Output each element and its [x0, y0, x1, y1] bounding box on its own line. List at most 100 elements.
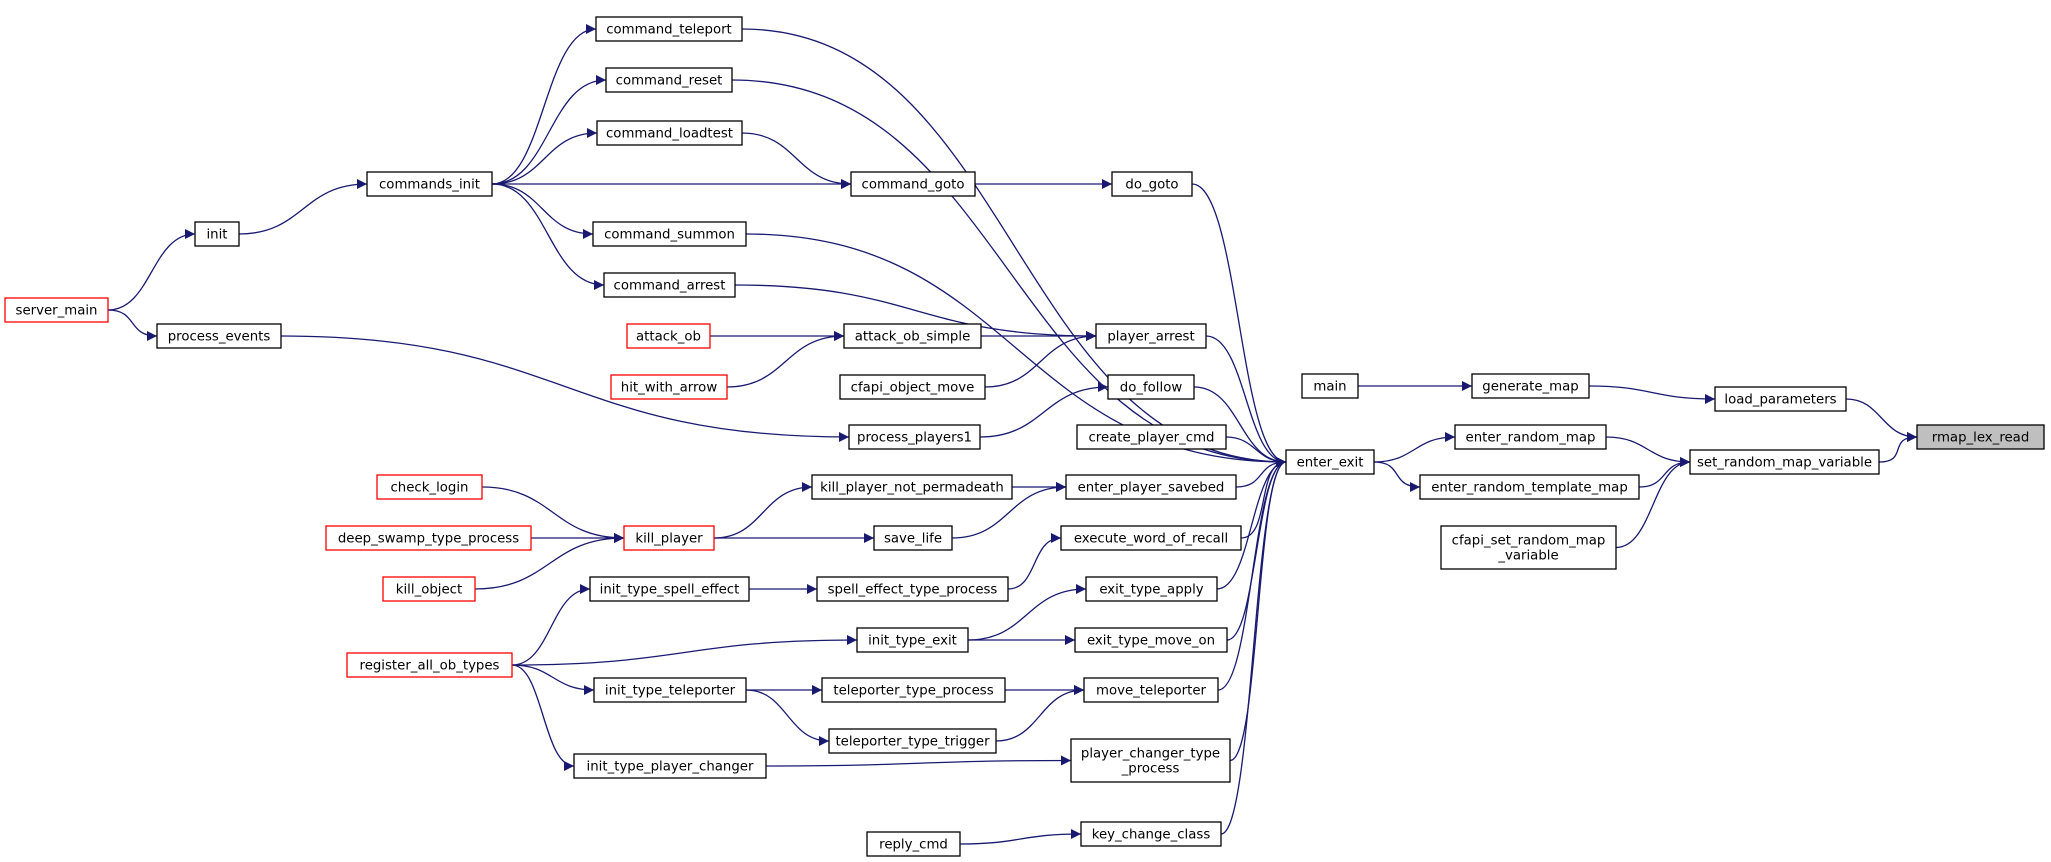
edge-set_random_map_variable-to-rmap_lex_read	[1878, 432, 1918, 463]
node-enter_random_map[interactable]: enter_random_map	[1454, 424, 1607, 450]
node-box	[821, 677, 1006, 703]
node-load_parameters[interactable]: load_parameters	[1714, 386, 1847, 412]
node-command_arrest[interactable]: command_arrest	[603, 272, 736, 298]
node-save_life[interactable]: save_life	[873, 525, 953, 551]
edge-register_all_ob_types-to-init_type_teleporter	[511, 664, 595, 695]
node-box	[1471, 373, 1590, 399]
node-command_goto[interactable]: command_goto	[850, 171, 976, 197]
edge-path	[1205, 335, 1287, 467]
node-init_type_player_changer[interactable]: init_type_player_changer	[573, 753, 767, 779]
node-command_reset[interactable]: command_reset	[605, 67, 733, 93]
node-commands_init[interactable]: commands_init	[366, 171, 493, 197]
node-label: command_loadtest	[606, 127, 733, 142]
node-server_main[interactable]: server_main	[4, 297, 109, 323]
node-box	[828, 728, 997, 754]
node-box	[593, 677, 747, 703]
node-kill_player[interactable]: kill_player	[623, 525, 715, 551]
edge-path	[1217, 457, 1287, 691]
node-label: kill_player	[635, 532, 703, 547]
node-teleporter_type_trigger[interactable]: teleporter_type_trigger	[828, 728, 997, 754]
edge-move_teleporter-to-enter_exit	[1217, 457, 1287, 691]
node-player_changer_type_process[interactable]: player_changer_type_process	[1070, 738, 1231, 783]
node-move_teleporter[interactable]: move_teleporter	[1083, 677, 1219, 703]
node-box	[4, 297, 109, 323]
node-register_all_ob_types[interactable]: register_all_ob_types	[346, 652, 513, 678]
node-hit_with_arrow[interactable]: hit_with_arrow	[610, 374, 728, 400]
node-key_change_class[interactable]: key_change_class	[1080, 821, 1222, 847]
edge-path	[959, 829, 1082, 845]
node-init_type_spell_effect[interactable]: init_type_spell_effect	[589, 576, 750, 602]
edge-enter_exit-to-enter_random_map	[1373, 432, 1456, 463]
edge-process_events-to-process_players1	[280, 335, 850, 442]
node-label: main	[1313, 380, 1346, 395]
node-kill_object[interactable]: kill_object	[382, 576, 476, 602]
node-command_summon[interactable]: command_summon	[592, 221, 747, 247]
node-cfapi_set_random_map_variable[interactable]: cfapi_set_random_map_variable	[1440, 525, 1617, 570]
node-kill_player_not_permadeath[interactable]: kill_player_not_permadeath	[811, 474, 1013, 500]
node-box	[1111, 171, 1193, 197]
node-process_players1[interactable]: process_players1	[848, 424, 981, 450]
node-label: command_summon	[604, 228, 735, 243]
edge-path	[1373, 432, 1456, 463]
edge-hit_with_arrow-to-attack_ob_simple	[726, 331, 845, 388]
node-do_goto[interactable]: do_goto	[1111, 171, 1193, 197]
node-generate_map[interactable]: generate_map	[1471, 373, 1590, 399]
edge-path	[511, 664, 595, 695]
edge-path	[1216, 457, 1287, 590]
node-enter_exit[interactable]: enter_exit	[1285, 449, 1375, 475]
node-label: check_login	[391, 481, 469, 496]
node-attack_ob[interactable]: attack_ob	[626, 323, 711, 349]
node-main[interactable]: main	[1301, 373, 1359, 399]
node-box	[626, 323, 711, 349]
node-create_player_cmd[interactable]: create_player_cmd	[1076, 424, 1227, 450]
node-player_arrest[interactable]: player_arrest	[1095, 323, 1207, 349]
node-box	[623, 525, 715, 551]
node-init[interactable]: init	[194, 221, 240, 247]
node-box	[1714, 386, 1847, 412]
node-exit_type_move_on[interactable]: exit_type_move_on	[1074, 627, 1228, 653]
node-label: save_life	[884, 532, 942, 547]
node-label: reply_cmd	[879, 838, 948, 853]
node-box	[382, 576, 476, 602]
node-execute_word_of_recall[interactable]: execute_word_of_recall	[1060, 525, 1242, 551]
node-check_login[interactable]: check_login	[376, 474, 483, 500]
edge-init-to-commands_init	[238, 179, 368, 235]
node-reply_cmd[interactable]: reply_cmd	[866, 831, 961, 857]
edge-path	[511, 664, 575, 771]
node-rmap_lex_read[interactable]: rmap_lex_read	[1916, 424, 2045, 450]
node-deep_swamp_type_process[interactable]: deep_swamp_type_process	[325, 525, 532, 551]
node-label: do_goto	[1125, 178, 1178, 193]
node-label: move_teleporter	[1096, 684, 1206, 699]
node-set_random_map_variable[interactable]: set_random_map_variable	[1689, 449, 1880, 475]
node-do_follow[interactable]: do_follow	[1107, 374, 1195, 400]
node-enter_player_savebed[interactable]: enter_player_savebed	[1065, 474, 1237, 500]
node-process_events[interactable]: process_events	[156, 323, 282, 349]
node-box	[589, 576, 750, 602]
node-box	[596, 120, 743, 146]
edge-exit_type_apply-to-enter_exit	[1216, 457, 1287, 590]
node-spell_effect_type_process[interactable]: spell_effect_type_process	[816, 576, 1009, 602]
edge-generate_map-to-load_parameters	[1588, 385, 1716, 404]
node-command_loadtest[interactable]: command_loadtest	[596, 120, 743, 146]
node-exit_type_apply[interactable]: exit_type_apply	[1085, 576, 1218, 602]
node-box	[1454, 424, 1607, 450]
node-enter_random_template_map[interactable]: enter_random_template_map	[1419, 474, 1640, 500]
node-init_type_teleporter[interactable]: init_type_teleporter	[593, 677, 747, 703]
edge-path	[1373, 461, 1421, 492]
node-init_type_exit[interactable]: init_type_exit	[856, 627, 969, 653]
node-teleporter_type_process[interactable]: teleporter_type_process	[821, 677, 1006, 703]
node-command_teleport[interactable]: command_teleport	[595, 16, 743, 42]
node-box	[325, 525, 532, 551]
edge-cfapi_object_move-to-player_arrest	[984, 331, 1097, 388]
node-cfapi_object_move[interactable]: cfapi_object_move	[839, 374, 986, 400]
edge-path	[1605, 436, 1691, 467]
node-box	[1107, 374, 1195, 400]
node-label: init_type_spell_effect	[600, 583, 740, 598]
node-label: set_random_map_variable	[1697, 456, 1872, 471]
node-label: load_parameters	[1724, 393, 1836, 408]
node-label: create_player_cmd	[1088, 431, 1214, 446]
node-box	[366, 171, 493, 197]
node-label: attack_ob	[636, 330, 701, 345]
node-attack_ob_simple[interactable]: attack_ob_simple	[843, 323, 982, 349]
node-box	[603, 272, 736, 298]
